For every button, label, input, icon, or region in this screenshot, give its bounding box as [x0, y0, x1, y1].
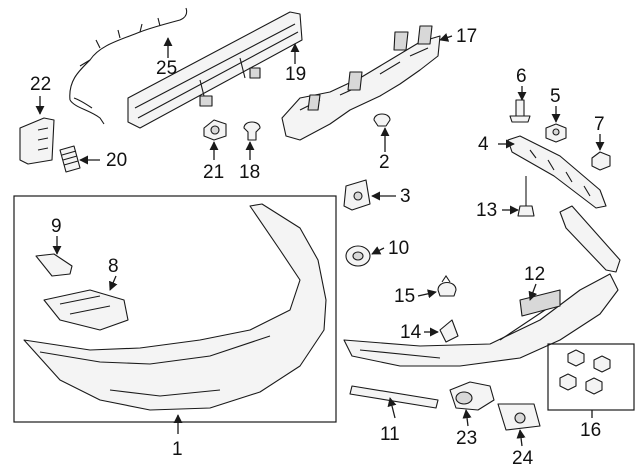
- reinforcement-beam: [127, 11, 303, 129]
- bolt-set: [559, 349, 611, 395]
- callout-6: 6: [516, 66, 527, 87]
- wiring-harness: [69, 7, 188, 125]
- push-retainer: [243, 121, 261, 141]
- retainer-2: [373, 113, 391, 127]
- callout-13: 13: [476, 200, 497, 221]
- callout-18: 18: [239, 162, 260, 183]
- callout-7: 7: [594, 114, 605, 135]
- callout-14: 14: [400, 322, 422, 343]
- callout-19: 19: [285, 64, 306, 85]
- callout-4: 4: [478, 134, 489, 155]
- stud-9: [35, 253, 73, 277]
- callout-8: 8: [108, 256, 119, 277]
- guide-bracket: [507, 135, 607, 209]
- callout-10: 10: [388, 238, 409, 259]
- callouts: 1 2 3 4 5 6 7 8 9 10 11 12 13 14 15 16 1…: [30, 26, 605, 469]
- callout-16: 16: [580, 420, 601, 441]
- callout-22: 22: [30, 74, 51, 95]
- callout-9: 9: [51, 216, 62, 237]
- callout-23: 23: [456, 428, 477, 449]
- callout-5: 5: [550, 86, 561, 107]
- callout-25: 25: [156, 58, 177, 79]
- callout-12: 12: [524, 264, 545, 285]
- bracket-8: [43, 289, 129, 331]
- parking-sensor: [449, 381, 495, 411]
- callout-20: 20: [106, 150, 127, 171]
- grommet: [345, 245, 371, 267]
- bolt-set-box: [547, 343, 635, 411]
- pin-6: [509, 99, 531, 123]
- callout-17: 17: [456, 26, 477, 47]
- callout-2: 2: [379, 152, 390, 173]
- callout-11: 11: [380, 424, 400, 445]
- callout-15: 15: [394, 286, 415, 307]
- nut: [203, 119, 227, 141]
- callout-24: 24: [512, 448, 534, 469]
- energy-absorber: [281, 25, 441, 141]
- clip-14: [439, 319, 459, 343]
- bolt-5: [545, 123, 567, 143]
- bumper-cover: [23, 203, 327, 411]
- callout-3: 3: [400, 186, 411, 207]
- stud: [59, 145, 81, 173]
- bracket-3: [343, 179, 371, 211]
- lower-valance: [343, 205, 621, 367]
- bolt-7: [591, 151, 611, 171]
- trim-strip: [349, 385, 439, 409]
- callout-1: 1: [172, 439, 183, 460]
- reflector: [19, 117, 55, 165]
- screw-13: [517, 176, 535, 217]
- push-pin-15: [437, 275, 457, 297]
- sensor-bracket: [497, 403, 541, 431]
- callout-21: 21: [203, 162, 224, 183]
- leader-lines: [35, 33, 605, 447]
